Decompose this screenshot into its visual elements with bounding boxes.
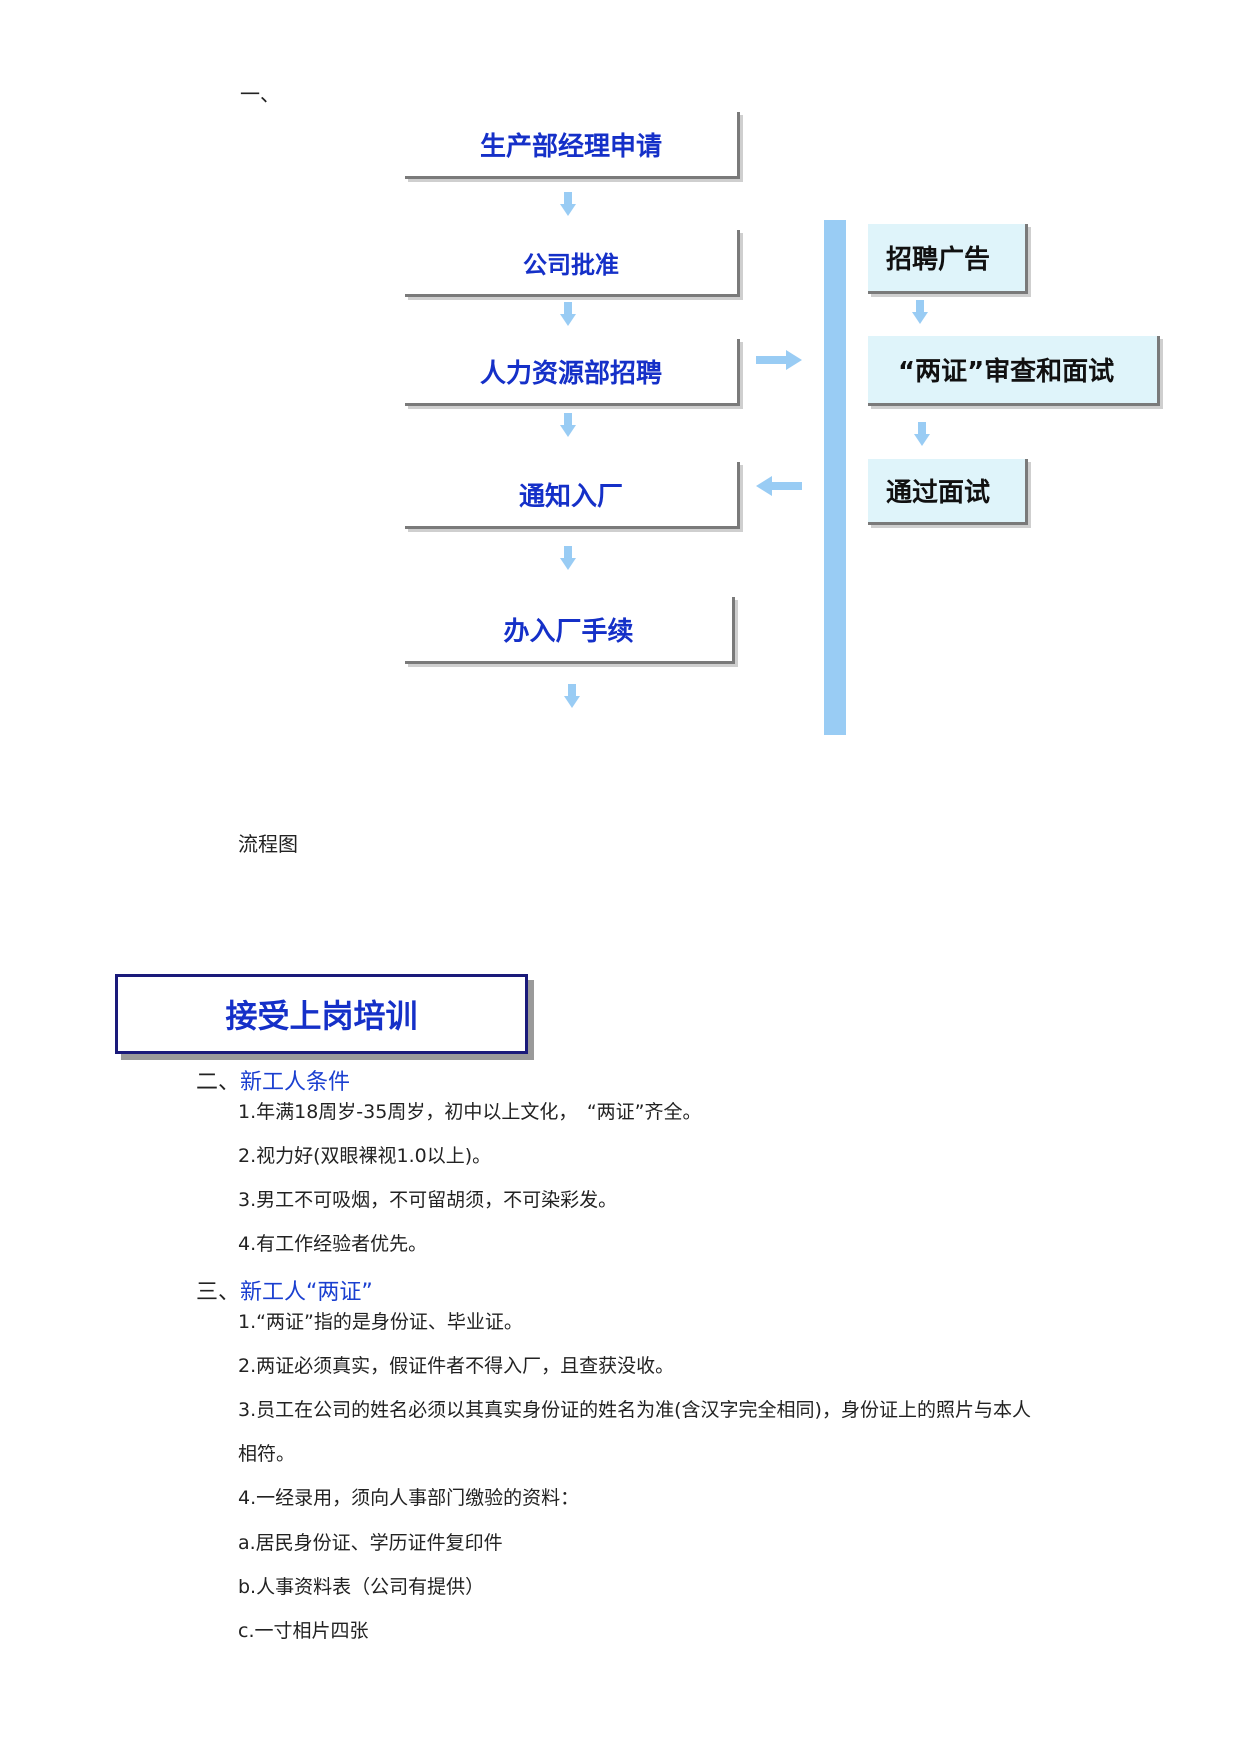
list-item: 3.员工在公司的姓名必须以其真实身份证的姓名为准(含汉字完全相同)，身份证上的照… [238,1399,1031,1421]
list-item: b.人事资料表（公司有提供） [238,1576,485,1598]
flow-step-hr-recruitment: 人力资源部招聘 [405,339,740,406]
flow-step-label: 人力资源部招聘 [479,358,662,389]
side-step-review-interview: “两证”审查和面试 [868,336,1160,406]
list-item: c.一寸相片四张 [238,1620,369,1642]
list-item: 1.年满18周岁-35周岁，初中以上文化， “两证”齐全。 [238,1101,702,1123]
down-arrow-icon [564,684,580,708]
flow-step-label: 通知入厂 [518,481,623,512]
list-item: 1.“两证”指的是身份证、毕业证。 [238,1311,523,1333]
flow-step-company-approval: 公司批准 [405,230,740,297]
list-item: 2.两证必须真实，假证件者不得入厂，且查获没收。 [238,1355,675,1377]
list-item: 3.男工不可吸烟，不可留胡须，不可染彩发。 [238,1189,618,1211]
side-step-recruitment-ad: 招聘广告 [868,224,1028,294]
down-arrow-icon [560,413,576,437]
list-item: 相符。 [238,1443,296,1465]
list-item: 4.一经录用，须向人事部门缴验的资料： [238,1487,580,1509]
training-title: 接受上岗培训 [225,997,418,1035]
section-2-heading: 二、新工人条件 [196,1064,350,1096]
list-item: 4.有工作经验者优先。 [238,1233,428,1255]
list-item: a.居民身份证、学历证件复印件 [238,1532,503,1554]
section-2-title: 新工人条件 [240,1070,351,1095]
down-arrow-icon [560,546,576,570]
vertical-connector-bar [824,220,846,735]
left-arrow-icon [756,476,802,496]
section-1-number: 一、 [240,82,280,106]
side-step-label: 招聘广告 [886,245,991,275]
right-arrow-icon [756,350,802,370]
flowchart-caption: 流程图 [238,832,298,856]
section-3-heading: 三、新工人“两证” [196,1274,373,1306]
flow-step-notify-entry: 通知入厂 [405,462,740,529]
flow-step-label: 公司批准 [523,250,619,279]
training-title-box: 接受上岗培训 [115,974,528,1054]
flow-step-manager-request: 生产部经理申请 [405,112,740,179]
section-2-number: 二、 [196,1070,241,1095]
side-step-label: 通过面试 [886,478,991,508]
side-step-label: “两证”审查和面试 [898,357,1115,387]
side-step-pass-interview: 通过面试 [868,459,1028,525]
list-item: 2.视力好(双眼裸视1.0以上)。 [238,1145,492,1167]
down-arrow-icon [912,300,928,324]
flow-step-entry-procedures: 办入厂手续 [405,597,735,664]
down-arrow-icon [914,422,930,446]
section-3-title: 新工人“两证” [240,1280,373,1305]
flow-step-label: 办入厂手续 [503,616,634,647]
down-arrow-icon [560,302,576,326]
section-3-number: 三、 [196,1280,241,1305]
flow-step-label: 生产部经理申请 [479,131,662,162]
down-arrow-icon [560,192,576,216]
